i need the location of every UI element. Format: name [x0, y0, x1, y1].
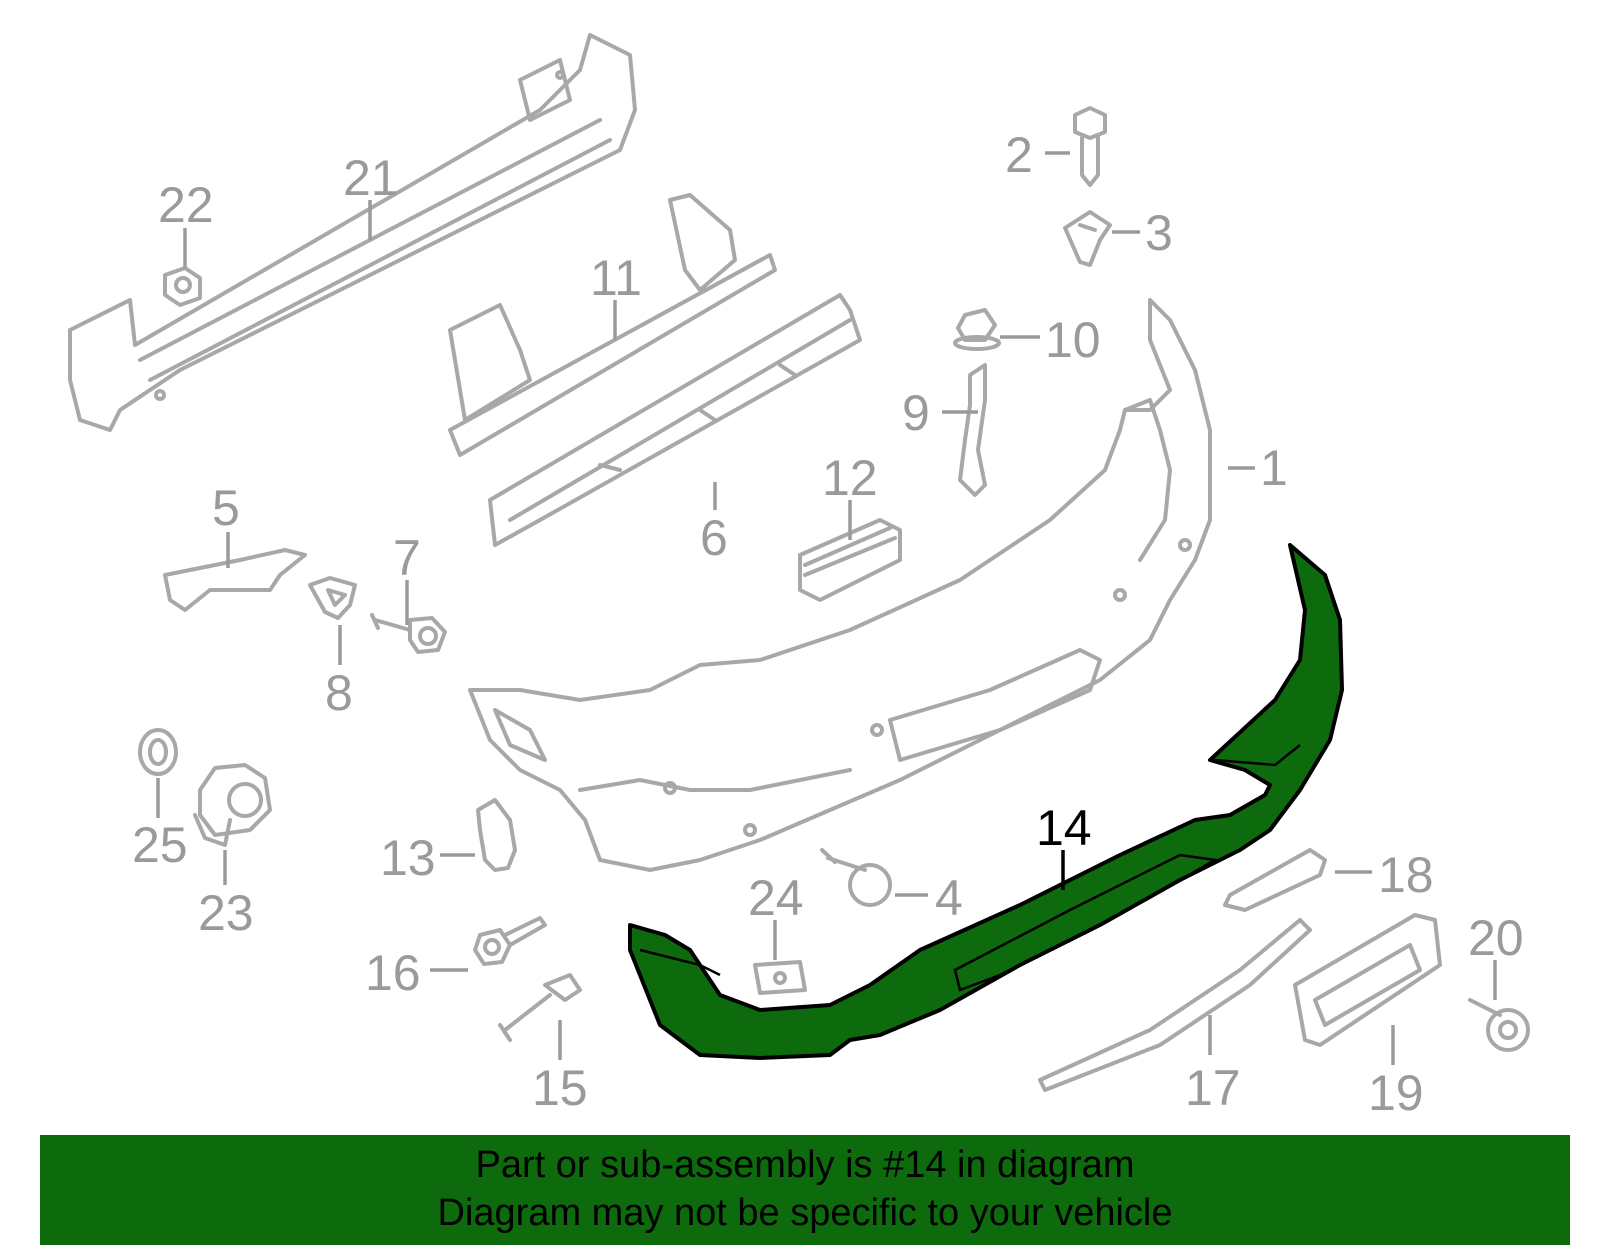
callout-25: 25 — [132, 817, 188, 873]
banner-line-part-info: Part or sub-assembly is #14 in diagram — [475, 1144, 1135, 1186]
part-7-screw — [370, 613, 447, 654]
callout-21: 21 — [343, 150, 399, 206]
part-10-nut — [953, 308, 1001, 351]
callout-5: 5 — [212, 480, 240, 536]
part-15-push-pin — [498, 973, 582, 1042]
part-13-sensor-holder — [476, 798, 517, 872]
callout-24: 24 — [748, 870, 804, 926]
callout-labels: 1 2 3 4 5 6 7 8 9 10 11 12 13 14 15 16 1… — [132, 127, 1524, 1121]
part-18-bracket — [1223, 848, 1327, 912]
callout-10: 10 — [1045, 312, 1101, 368]
callout-1: 1 — [1260, 440, 1288, 496]
callout-16: 16 — [365, 945, 421, 1001]
part-5-side-bracket — [163, 548, 307, 612]
callout-14: 14 — [1036, 800, 1092, 856]
part-19-plate-bracket — [1293, 913, 1442, 1047]
part-23-park-sensor — [193, 763, 272, 847]
callout-23: 23 — [198, 885, 254, 941]
callout-20: 20 — [1468, 910, 1524, 966]
part-1-bumper-cover — [468, 298, 1212, 872]
part-17-trim-strip — [1038, 918, 1312, 1092]
part-14-lower-valance-highlighted — [628, 543, 1344, 1060]
part-22-nut — [163, 266, 202, 307]
callout-2: 2 — [1005, 127, 1033, 183]
callout-8: 8 — [325, 665, 353, 721]
part-21-reinforcement-bar — [68, 33, 637, 432]
part-24-label — [753, 960, 807, 995]
callout-22: 22 — [158, 177, 214, 233]
callout-6: 6 — [700, 510, 728, 566]
callout-9: 9 — [902, 385, 930, 441]
part-20-bolt — [1468, 998, 1530, 1052]
banner-line-disclaimer: Diagram may not be specific to your vehi… — [437, 1192, 1173, 1234]
part-11-upper-bracket — [448, 193, 777, 457]
callout-17: 17 — [1185, 1060, 1241, 1116]
part-16-bolt — [473, 916, 547, 966]
part-3-clip — [1063, 210, 1112, 267]
callout-19: 19 — [1368, 1065, 1424, 1121]
callout-7: 7 — [393, 530, 421, 586]
part-25-grommet — [138, 728, 178, 776]
part-2-bolt — [1073, 106, 1107, 187]
callout-18: 18 — [1378, 847, 1434, 903]
callout-11: 11 — [590, 250, 642, 306]
info-banner: Part or sub-assembly is #14 in diagram D… — [40, 1135, 1570, 1245]
callout-3: 3 — [1145, 205, 1173, 261]
callout-12: 12 — [822, 450, 878, 506]
part-8-clip — [308, 576, 357, 620]
parts-diagram: 1 2 3 4 5 6 7 8 9 10 11 12 13 14 15 16 1… — [68, 33, 1530, 1121]
part-4-sensor — [820, 848, 892, 907]
part-9-bracket — [958, 363, 987, 497]
callout-13: 13 — [380, 830, 436, 886]
part-12-reflector — [798, 518, 902, 602]
callout-15: 15 — [532, 1060, 588, 1116]
callout-4: 4 — [935, 870, 963, 926]
part-6-absorber — [488, 293, 862, 547]
leader-lines — [156, 151, 1497, 1065]
